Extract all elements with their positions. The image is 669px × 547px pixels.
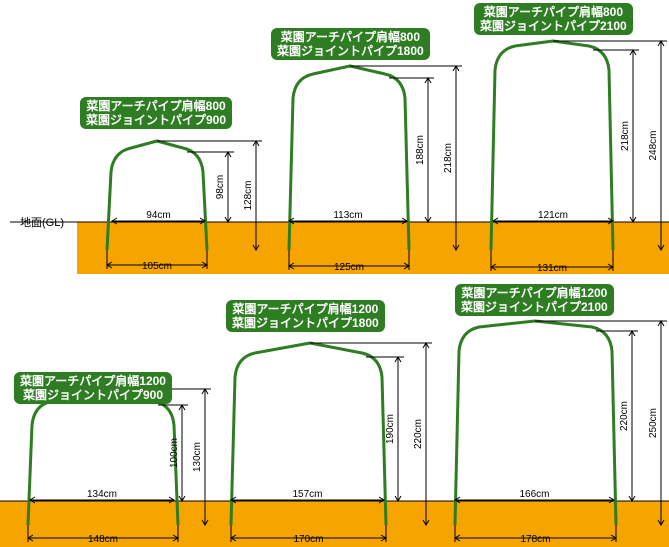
shoulder-height-label: 218cm <box>620 121 631 151</box>
shoulder-height-dimension-arrow-top <box>629 49 637 56</box>
tunnel-6: 166cm 178cm 220cm 250cm <box>453 319 667 545</box>
base-width-label: 131cm <box>537 263 567 274</box>
shoulder-height-dimension-arrow-bottom <box>424 216 432 223</box>
top-width-dimension-arrow-right <box>199 217 206 225</box>
arch-pipe-label: 菜園アーチパイプ肩幅800 <box>86 99 226 113</box>
top-width-label: 121cm <box>538 210 568 221</box>
shoulder-height-dimension-arrow-top <box>224 151 232 158</box>
arch-pipe-label: 菜園アーチパイプ肩幅800 <box>483 5 623 19</box>
tunnel-2: 113cm 125cm 188cm 218cm <box>287 64 462 273</box>
top-width-dimension-arrow-left <box>492 217 499 225</box>
total-height-dimension-arrow-top <box>452 65 460 72</box>
total-height-dimension-arrow-bottom <box>201 519 209 526</box>
joint-pipe-label: 菜園ジョイントパイプ900 <box>22 388 163 402</box>
shoulder-height-label: 220cm <box>619 401 630 431</box>
base-width-dimension-arrow-right <box>201 261 208 269</box>
arch-pipe-label: 菜園アーチパイプ肩幅1200 <box>232 302 379 316</box>
tunnel-3: 121cm 131cm 218cm 248cm <box>489 39 667 274</box>
soil-band-bottom <box>0 501 669 547</box>
joint-pipe-label: 菜園ジョイントパイプ2100 <box>461 300 608 314</box>
base-width-dimension-arrow-right <box>607 263 614 271</box>
total-height-dimension-arrow-bottom <box>657 244 665 251</box>
shoulder-height-label: 98cm <box>215 175 226 199</box>
shoulder-height-dimension-arrow-top <box>424 77 432 84</box>
base-width-dimension-arrow-left <box>27 534 34 542</box>
arch-pipe-label: 菜園アーチパイプ肩幅1200 <box>20 374 166 388</box>
total-height-dimension-arrow-bottom <box>452 244 460 251</box>
top-width-dimension-arrow-right <box>608 496 615 504</box>
shoulder-height-dimension-arrow-bottom <box>178 495 186 502</box>
total-height-label: 218cm <box>443 143 454 173</box>
top-width-label: 157cm <box>292 489 322 500</box>
top-width-label: 113cm <box>333 210 362 221</box>
base-width-dimension-arrow-left <box>106 261 113 269</box>
shoulder-height-dimension-arrow-top <box>628 330 636 337</box>
shoulder-height-dimension-arrow-bottom <box>224 216 232 223</box>
total-height-dimension-arrow-bottom <box>422 519 430 526</box>
total-height-label: 250cm <box>648 408 659 438</box>
top-width-dimension-arrow-right <box>168 496 175 504</box>
base-width-dimension-arrow-right <box>610 534 617 542</box>
top-width-label: 166cm <box>519 489 549 500</box>
total-height-dimension-arrow-top <box>252 140 260 147</box>
base-width-dimension-arrow-right <box>380 534 387 542</box>
total-height-label: 248cm <box>648 130 659 160</box>
arch-pipe-label: 菜園アーチパイプ肩幅800 <box>280 30 420 44</box>
base-width-dimension-arrow-left <box>230 534 237 542</box>
base-width-label: 170cm <box>293 534 323 545</box>
base-width-dimension-arrow-right <box>172 534 179 542</box>
total-height-dimension-arrow-bottom <box>657 519 665 526</box>
base-width-dimension-arrow-right <box>403 262 410 270</box>
total-height-label: 128cm <box>243 180 254 210</box>
total-height-label: 220cm <box>413 419 424 449</box>
base-width-dimension-arrow-left <box>454 534 461 542</box>
shoulder-height-label: 190cm <box>385 414 396 444</box>
shoulder-height-label: 188cm <box>415 135 426 165</box>
total-height-label: 130cm <box>192 442 203 472</box>
top-width-dimension-arrow-left <box>230 496 237 504</box>
base-width-label: 105cm <box>142 261 172 272</box>
top-width-label: 94cm <box>146 210 170 221</box>
base-width-label: 148cm <box>88 534 118 545</box>
shoulder-height-label: 100cm <box>169 438 180 468</box>
shoulder-height-dimension-arrow-bottom <box>629 216 637 223</box>
tunnel-5: 157cm 170cm 190cm 220cm <box>229 341 432 545</box>
joint-pipe-label: 菜園ジョイントパイプ900 <box>86 113 227 127</box>
shoulder-height-dimension-arrow-bottom <box>394 495 402 502</box>
total-height-dimension-arrow-top <box>657 320 665 327</box>
top-width-dimension-arrow-right <box>401 217 408 225</box>
top-width-label: 134cm <box>87 489 117 500</box>
base-width-label: 178cm <box>520 534 550 545</box>
joint-pipe-label: 菜園ジョイントパイプ2100 <box>480 19 627 33</box>
joint-pipe-label: 菜園ジョイントパイプ1800 <box>232 316 379 330</box>
shoulder-height-dimension-arrow-top <box>394 356 402 363</box>
arch-pipe-label: 菜園アーチパイプ肩幅1200 <box>461 286 608 300</box>
total-height-dimension-arrow-top <box>657 40 665 47</box>
top-width-dimension-arrow-left <box>288 217 295 225</box>
top-width-dimension-arrow-left <box>29 496 36 504</box>
base-width-dimension-arrow-left <box>490 263 497 271</box>
top-width-dimension-arrow-left <box>454 496 461 504</box>
top-width-dimension-arrow-right <box>378 496 385 504</box>
shoulder-height-dimension-arrow-bottom <box>628 495 636 502</box>
total-height-dimension-arrow-top <box>201 388 209 395</box>
ground-label: 地面(GL) <box>20 217 64 229</box>
top-width-dimension-arrow-right <box>607 217 614 225</box>
total-height-dimension-arrow-top <box>422 342 430 349</box>
top-width-dimension-arrow-left <box>111 217 118 225</box>
joint-pipe-label: 菜園ジョイントパイプ1800 <box>277 44 424 58</box>
base-width-dimension-arrow-left <box>288 262 295 270</box>
shoulder-height-dimension-arrow-top <box>178 404 186 411</box>
base-width-label: 125cm <box>334 262 364 273</box>
total-height-dimension-arrow-bottom <box>252 244 260 251</box>
tunnel-1: 94cm 105cm 98cm 128cm <box>105 139 262 272</box>
